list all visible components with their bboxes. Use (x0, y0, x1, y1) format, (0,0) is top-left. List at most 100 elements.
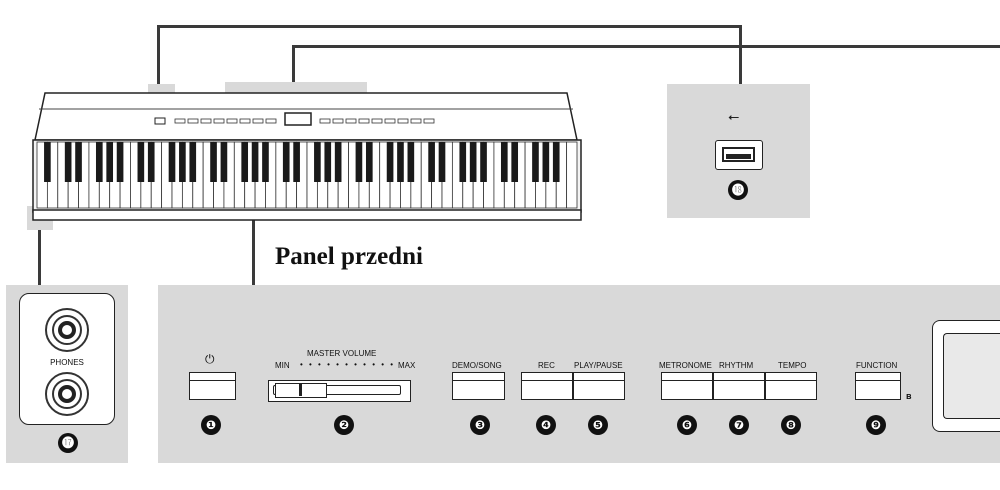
mini-panel-button (239, 118, 251, 124)
black-key (44, 142, 51, 182)
black-key (179, 142, 186, 182)
black-key (147, 142, 155, 182)
black-key (137, 142, 145, 182)
play-pause-label: PLAY/PAUSE (574, 361, 623, 370)
connector-line (292, 45, 1000, 48)
mini-panel-button (226, 118, 238, 124)
piano-illustration (32, 92, 582, 221)
black-key (552, 142, 560, 182)
master-volume-dots: • • • • • • • • • • • (300, 360, 396, 369)
power-button[interactable] (189, 372, 236, 400)
callout-8: ❽ (781, 415, 801, 435)
black-key (210, 142, 217, 182)
black-key (293, 142, 300, 182)
connector-line (739, 25, 742, 85)
black-key (500, 142, 508, 182)
black-key (106, 142, 114, 182)
black-key (397, 142, 404, 182)
function-label: FUNCTION (856, 361, 898, 370)
callout-9: ❾ (866, 415, 886, 435)
mini-panel-button (174, 118, 186, 124)
black-key (324, 142, 332, 182)
black-key (314, 142, 321, 182)
metronome-button[interactable] (661, 372, 713, 400)
tempo-button[interactable] (765, 372, 817, 400)
callout-1: ❶ (201, 415, 221, 435)
mini-panel-button (252, 118, 264, 124)
black-key (355, 142, 363, 182)
usb-port[interactable] (715, 140, 763, 170)
rec-label: REC (538, 361, 555, 370)
black-key (459, 142, 467, 182)
function-button[interactable] (855, 372, 901, 400)
mini-panel-button (371, 118, 383, 124)
callout-3: ❸ (470, 415, 490, 435)
mini-panel-button (423, 118, 435, 124)
power-symbol: ⏻ (205, 352, 215, 366)
black-key (251, 142, 259, 182)
black-key (75, 142, 82, 182)
bluetooth-icon: ʙ (906, 391, 912, 401)
black-key (282, 142, 290, 182)
callout-2: ❷ (334, 415, 354, 435)
black-key (64, 142, 72, 182)
callout-17: ⓱ (58, 433, 78, 453)
black-key (334, 142, 342, 182)
phones-label: PHONES (50, 358, 84, 367)
black-key (480, 142, 487, 182)
black-key (542, 142, 550, 182)
metronome-label: METRONOME (659, 361, 712, 370)
black-key (511, 142, 519, 182)
mini-panel-button (332, 118, 344, 124)
black-key (438, 142, 446, 182)
black-key (262, 142, 269, 182)
connector-line (292, 45, 295, 83)
master-volume-min: MIN (275, 361, 290, 370)
black-key (532, 142, 539, 182)
panel-title: Panel przedni (275, 243, 423, 270)
connector-line (157, 25, 741, 28)
callout-7: ❼ (729, 415, 749, 435)
white-key (566, 141, 578, 209)
callout-5: ❺ (588, 415, 608, 435)
mini-panel-button (200, 118, 212, 124)
mini-panel-button (265, 118, 277, 124)
master-volume-max: MAX (398, 361, 416, 370)
rec-button[interactable] (521, 372, 573, 400)
mini-panel-button (384, 118, 396, 124)
mini-panel-button (345, 118, 357, 124)
black-key (469, 142, 477, 182)
master-volume-slider[interactable] (268, 380, 411, 402)
black-key (220, 142, 228, 182)
black-key (428, 142, 435, 182)
connector-line (157, 25, 160, 85)
rhythm-button[interactable] (713, 372, 765, 400)
black-key (168, 142, 176, 182)
black-key (95, 142, 103, 182)
black-key (189, 142, 197, 182)
black-key (386, 142, 394, 182)
black-key (241, 142, 249, 182)
callout-18: ⓲ (728, 180, 748, 200)
usb-icon: ⭠ (728, 108, 740, 124)
demo-song-button[interactable] (452, 372, 505, 400)
connector-line (38, 230, 41, 285)
play-pause-button[interactable] (573, 372, 625, 400)
phones-jack-1[interactable] (45, 308, 89, 352)
demo-song-label: DEMO/SONG (452, 361, 502, 370)
black-key (365, 142, 373, 182)
master-volume-knob[interactable] (275, 383, 327, 398)
mini-panel-button (319, 118, 331, 124)
mini-panel-button (187, 118, 199, 124)
callout-4: ❹ (536, 415, 556, 435)
mini-panel-button (397, 118, 409, 124)
display-frame (932, 320, 1000, 432)
black-key (116, 142, 124, 182)
tempo-label: TEMPO (778, 361, 807, 370)
display-screen (943, 333, 1000, 419)
mini-panel-button (410, 118, 422, 124)
mini-panel-button (358, 118, 370, 124)
callout-6: ❻ (677, 415, 697, 435)
phones-jack-2[interactable] (45, 372, 89, 416)
mini-panel-button (213, 118, 225, 124)
